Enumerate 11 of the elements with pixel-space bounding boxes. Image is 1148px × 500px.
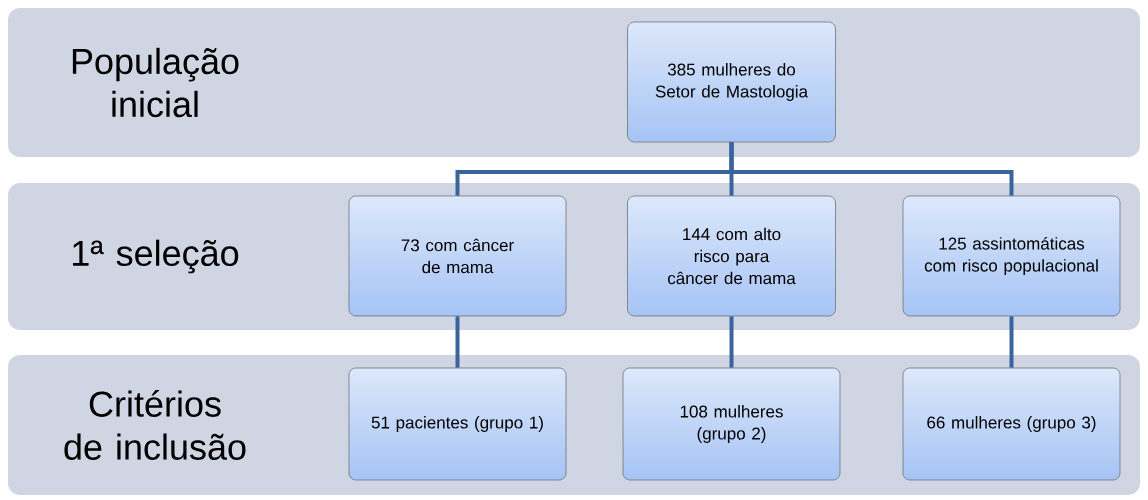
- process-box: 66 mulheres (grupo 3): [902, 367, 1121, 481]
- process-box: 73 com câncer de mama: [348, 195, 567, 317]
- process-box: 385 mulheres do Setor de Mastologia: [627, 21, 836, 143]
- connector-line: [729, 316, 734, 368]
- process-box: 51 pacientes (grupo 1): [348, 367, 567, 481]
- connector-line: [1009, 316, 1014, 368]
- process-box: 108 mulheres (grupo 2): [622, 367, 841, 481]
- connector-line: [455, 316, 460, 368]
- process-box: 144 com alto risco para câncer de mama: [627, 195, 836, 317]
- connector-line: [729, 142, 1014, 196]
- process-box: 125 assintomáticas com risco populacional: [902, 195, 1121, 317]
